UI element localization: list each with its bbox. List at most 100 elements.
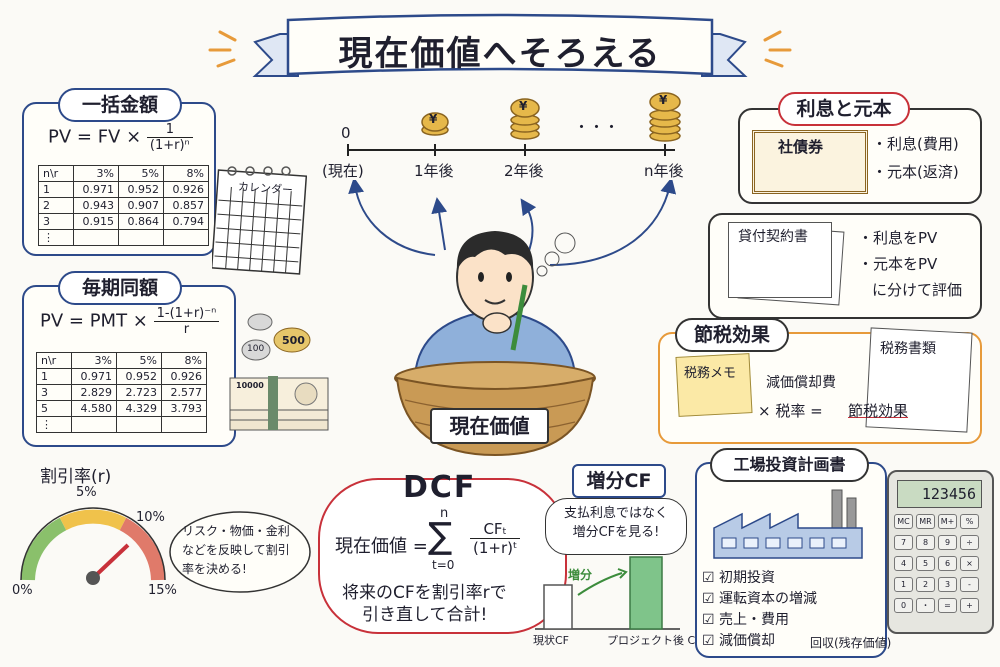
table-cell (73, 229, 119, 246)
table-cell: 2 (38, 197, 74, 214)
coin-symbol: ¥ (429, 112, 438, 126)
calculator-key: - (960, 577, 979, 592)
banknote-label: 10000 (236, 381, 264, 390)
gauge-label-15: 15% (148, 583, 177, 598)
timeline-tick-2: 2年後 (504, 162, 544, 180)
table-cell (161, 416, 207, 433)
table-cell: 4.580 (71, 400, 117, 417)
title-banner (252, 13, 748, 77)
table-cell: 0.971 (73, 181, 119, 198)
calculator-key: 8 (916, 535, 935, 550)
bond-certificate (752, 130, 868, 194)
calculator-key: 4 (894, 556, 913, 571)
factory-check-4: ☑ 減価償却 (702, 633, 776, 649)
table-cell: 2.577 (161, 384, 207, 401)
annuity-title: 毎期同額 (58, 271, 182, 305)
table-cell: 0.794 (163, 213, 209, 230)
table-cell: 0.907 (118, 197, 164, 214)
table-cell: ⋮ (36, 416, 72, 433)
table-cell: 5% (116, 352, 162, 369)
table-cell: 8% (163, 165, 209, 182)
table-cell: 3% (71, 352, 117, 369)
tax-memo-label: 税務メモ (684, 366, 737, 381)
calculator-key: ・ (916, 598, 935, 613)
table-cell (163, 229, 209, 246)
loan-bullet-1: ・利息をPV (858, 229, 938, 247)
calculator-display: 123456 (897, 480, 982, 508)
incremental-note-line1: 支払利息ではなく (563, 506, 668, 521)
tax-title: 節税効果 (675, 318, 789, 352)
gauge-label-5: 5% (76, 485, 97, 500)
table-cell: 0.926 (163, 181, 209, 198)
dcf-sum-bottom: t=0 (432, 558, 455, 572)
interest-principal-title: 利息と元本 (778, 92, 910, 126)
incremental-chart (535, 556, 680, 630)
check-icon: ☑ (702, 633, 720, 649)
table-cell: 3 (38, 213, 74, 230)
check-icon: ☑ (702, 570, 720, 586)
table-cell (71, 416, 117, 433)
factory-recovery: 回収(残存価値) (810, 636, 892, 650)
coin-symbol: ¥ (659, 93, 668, 107)
coin-stack-n (649, 92, 681, 142)
bar-current-cf (543, 584, 573, 630)
table-cell: 3% (73, 165, 119, 182)
lump-sum-formula: PV = FV × 1(1+r)ⁿ (48, 122, 193, 153)
tax-formula-a: 減価償却費 (766, 375, 836, 391)
table-cell: 0.943 (73, 197, 119, 214)
dcf-formula-lhs: 現在価値 = (335, 536, 428, 557)
table-cell: 3.793 (161, 400, 207, 417)
calculator-key: 7 (894, 535, 913, 550)
timeline-ellipsis: ・・・ (574, 118, 620, 136)
loan-bullet-3: に分けて評価 (872, 281, 963, 299)
incremental-note-line2: 増分CFを見る! (572, 525, 660, 540)
calculator-key: 9 (938, 535, 957, 550)
table-row: ⋮ (38, 229, 209, 246)
factory-check-1: ☑ 初期投資 (702, 570, 776, 586)
table-cell: 0.952 (116, 368, 162, 385)
coins-illustration (241, 313, 311, 361)
table-cell: n\r (38, 165, 74, 182)
table-cell: 3 (36, 384, 72, 401)
banknote-stack (229, 376, 329, 431)
note-bubble (169, 511, 311, 593)
loan-contract-label: 貸付契約書 (738, 229, 808, 245)
table-cell: 0.926 (161, 368, 207, 385)
discount-rate-gauge (20, 507, 166, 585)
check-icon: ☑ (702, 591, 720, 607)
tax-formula-b: × 税率 = (758, 402, 823, 420)
table-cell: 5% (118, 165, 164, 182)
calculator-key: = (938, 598, 957, 613)
calculator-key: M+ (938, 514, 957, 529)
sparkle-decoration (763, 30, 792, 68)
coin-500-label: 500 (282, 334, 305, 347)
dcf-sigma: ∑ (428, 516, 453, 557)
calculator-key: % (960, 514, 979, 529)
calculator-key: 3 (938, 577, 957, 592)
person-illustration (413, 231, 577, 375)
coin-100-label: 100 (247, 344, 265, 354)
gauge-label-10: 10% (136, 510, 165, 525)
factory-panel (695, 462, 887, 658)
interest-bullet: ・利息(費用) (872, 135, 959, 153)
table-cell: 4.329 (116, 400, 162, 417)
timeline-tick-0-note: (現在) (322, 162, 364, 180)
coin-stack-2 (510, 98, 540, 140)
dcf-title: DCF (403, 470, 477, 505)
gauge-label-0: 0% (12, 583, 33, 598)
table-cell: 1 (36, 368, 72, 385)
table-cell (118, 229, 164, 246)
factory-check-3: ☑ 売上・費用 (702, 612, 790, 628)
page-title: 現在価値へそろえる (338, 34, 662, 74)
calendar-illustration (212, 166, 307, 275)
table-cell (116, 416, 162, 433)
calculator-key: 2 (916, 577, 935, 592)
timeline-tick-n: n年後 (644, 162, 684, 180)
table-row: ⋮ (36, 416, 207, 433)
calculator-key: MC (894, 514, 913, 529)
incremental-note: 支払利息ではなく 増分CFを見る! (545, 498, 687, 555)
